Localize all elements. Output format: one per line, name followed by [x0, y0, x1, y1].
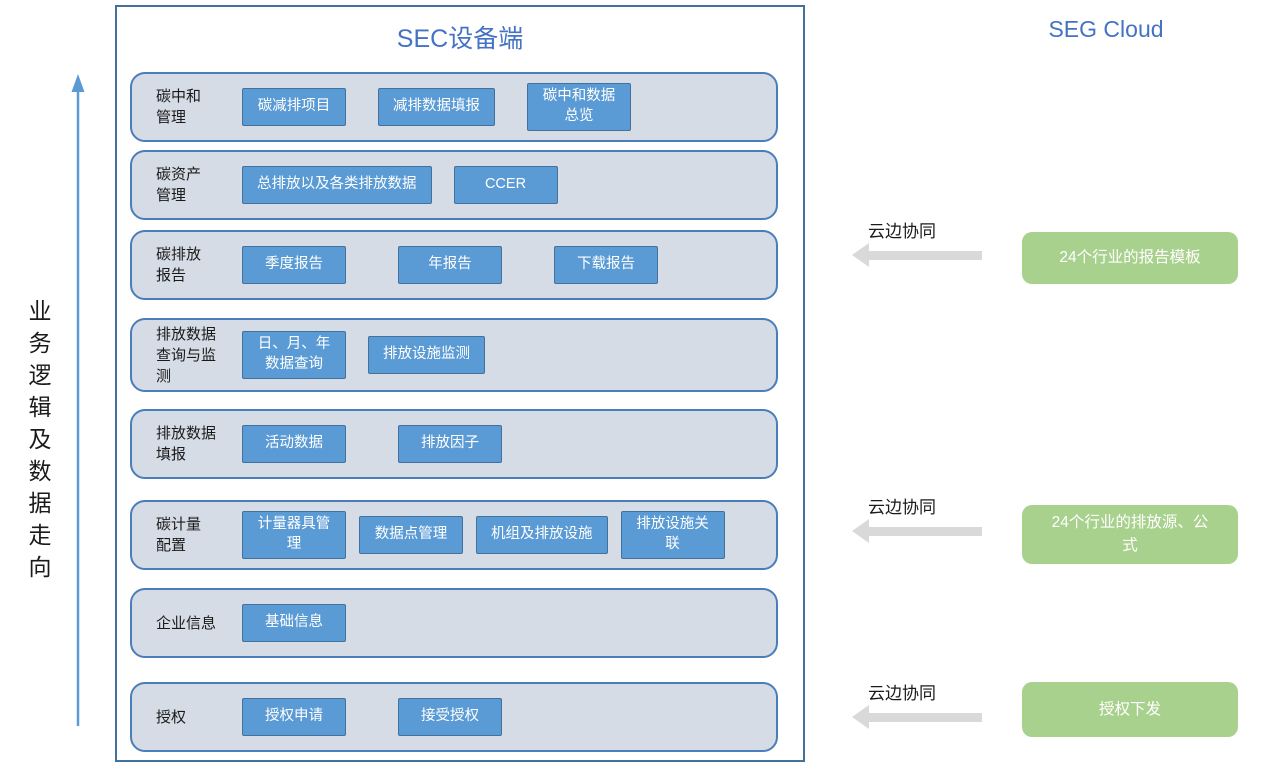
sec-device-panel: SEC设备端 碳中和 管理 碳减排项目减排数据填报碳中和数据 总览碳资产 管理 总排…: [115, 5, 805, 762]
left-arrow-icon: [852, 243, 982, 267]
module-row-label: 碳中和 管理: [156, 88, 202, 126]
module-row: 排放数据 查询与监 测日、月、年 数据查询排放设施监测: [130, 318, 778, 392]
left-arrow-icon: [852, 519, 982, 543]
module-button: 计量器具管 理: [242, 511, 346, 559]
module-row-label: 排放数据 填报: [156, 425, 217, 463]
cloud-edge-sync-label: 云边协同: [868, 684, 936, 703]
arrow-head: [852, 705, 869, 729]
module-button: 总排放以及各类排放数据: [242, 166, 432, 204]
module-buttons: 授权申请 接受授权: [242, 698, 502, 736]
module-button: 年报告: [398, 246, 502, 284]
cloud-box: 授权下发: [1022, 682, 1238, 737]
module-button: 季度报告: [242, 246, 346, 284]
arrow-head: [852, 519, 869, 543]
module-buttons: 基础信息: [242, 604, 346, 642]
module-button: 排放设施监测: [368, 336, 485, 374]
module-buttons: 季度报告 年报告 下载报告: [242, 246, 658, 284]
module-button: 接受授权: [398, 698, 502, 736]
module-row-label: 授权: [156, 708, 187, 726]
module-button: 减排数据填报: [378, 88, 495, 126]
module-row: 授权 授权申请 接受授权: [130, 682, 778, 752]
module-row-label: 碳排放 报告: [156, 246, 202, 284]
module-button: 碳减排项目: [242, 88, 346, 126]
module-row: 碳排放 报告 季度报告 年报告 下载报告: [130, 230, 778, 300]
arrow-bar: [869, 712, 982, 722]
module-button: 授权申请: [242, 698, 346, 736]
module-row: 碳资产 管理 总排放以及各类排放数据 CCER: [130, 150, 778, 220]
arrow-bar: [869, 526, 982, 536]
module-button: CCER: [453, 166, 558, 204]
flow-axis-label: 业务逻辑及数据走向: [25, 299, 51, 587]
module-row: 排放数据 填报活动数据 排放因子: [130, 409, 778, 479]
left-arrow-icon: [852, 705, 982, 729]
sec-panel-title: SEC设备端: [396, 25, 524, 53]
module-row-label: 企业信息: [156, 614, 217, 632]
module-button: 基础信息: [242, 604, 346, 642]
cloud-edge-sync-label: 云边协同: [868, 222, 936, 241]
module-row-label: 排放数据 查询与监 测: [156, 325, 217, 385]
module-row: 企业信息 基础信息: [130, 588, 778, 658]
module-row: 碳中和 管理 碳减排项目减排数据填报碳中和数据 总览: [130, 72, 778, 142]
module-button: 机组及排放设施: [476, 516, 608, 554]
module-button: 日、月、年 数据查询: [242, 331, 346, 379]
module-button: 排放设施关 联: [620, 511, 725, 559]
module-button: 数据点管理: [359, 516, 463, 554]
module-row-label: 碳资产 管理: [156, 166, 202, 204]
module-buttons: 活动数据 排放因子: [242, 425, 502, 463]
module-row: 碳计量 配置 计量器具管 理数据点管理机组及排放设施排放设施关 联: [130, 500, 778, 570]
arrow-bar: [869, 250, 982, 260]
module-button: 碳中和数据 总览: [527, 83, 631, 131]
module-button: 排放因子: [398, 425, 502, 463]
cloud-edge-sync-label: 云边协同: [868, 498, 936, 517]
module-buttons: 碳减排项目减排数据填报碳中和数据 总览: [242, 83, 631, 131]
flow-direction-arrow: [71, 74, 85, 726]
module-row-label: 碳计量 配置: [156, 516, 202, 554]
module-button: 活动数据: [242, 425, 346, 463]
cloud-box: 24个行业的报告模板: [1022, 232, 1238, 284]
module-buttons: 总排放以及各类排放数据 CCER: [242, 166, 558, 204]
module-buttons: 日、月、年 数据查询排放设施监测: [242, 331, 485, 379]
seg-cloud-title: SEG Cloud: [1048, 16, 1164, 42]
module-button: 下载报告: [554, 246, 658, 284]
module-buttons: 计量器具管 理数据点管理机组及排放设施排放设施关 联: [242, 511, 725, 559]
cloud-box: 24个行业的排放源、公 式: [1022, 505, 1238, 564]
arrow-head: [852, 243, 869, 267]
